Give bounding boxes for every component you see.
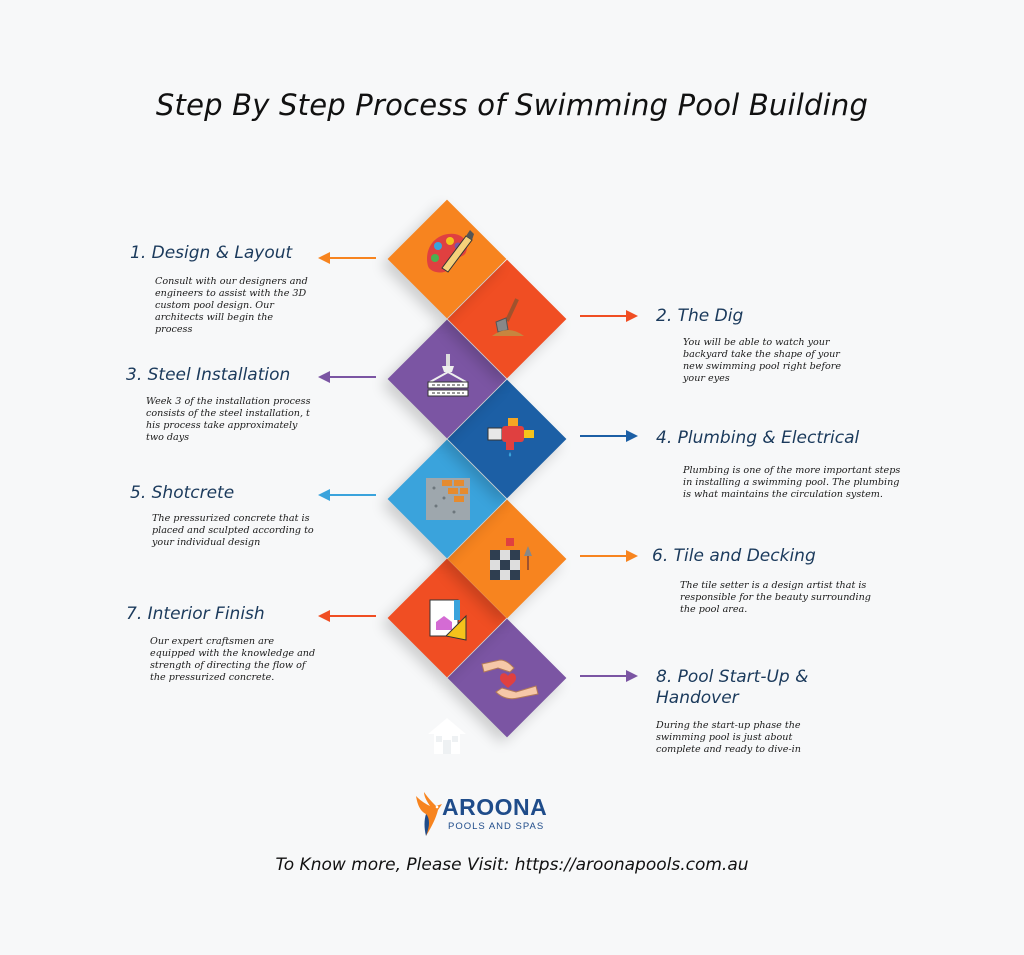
handover-hands-icon	[481, 659, 539, 700]
kingfisher-logo-icon	[416, 792, 442, 836]
step-6-title: 6. Tile and Decking	[652, 546, 816, 566]
logo-subtitle: POOLS AND SPAS	[448, 821, 545, 832]
step-8-arrow	[580, 670, 638, 682]
step-8-desc: During the start-up phase the swimming p…	[656, 720, 801, 755]
step-6-desc: The tile setter is a design artist that …	[680, 580, 871, 615]
step-2-arrow	[580, 310, 638, 322]
design-palette-icon	[426, 230, 474, 273]
step-7-desc: Our expert craftsmen are equipped with t…	[150, 636, 316, 683]
house-icon	[428, 718, 466, 754]
logo-name: AROONA	[442, 794, 548, 820]
page-title: Step By Step Process of Swimming Pool Bu…	[155, 88, 869, 122]
step-7-arrow	[318, 610, 376, 622]
footer-link-text[interactable]: To Know more, Please Visit: https://aroo…	[275, 855, 749, 875]
tiles-icon	[490, 538, 532, 580]
step-4-arrow	[580, 430, 638, 442]
step-3-arrow	[318, 371, 376, 383]
concrete-wall-icon	[426, 478, 470, 520]
step-3-desc: Week 3 of the installation process consi…	[146, 396, 311, 443]
step-3-title: 3. Steel Installation	[126, 365, 291, 385]
crane-steel-icon	[427, 354, 469, 397]
step-1-desc: Consult with our designers and engineers…	[155, 276, 308, 335]
shovel-icon	[492, 298, 524, 336]
step-5-arrow	[318, 489, 376, 501]
step-5-title: 5. Shotcrete	[130, 483, 235, 503]
step-5-desc: The pressurized concrete that is placed …	[152, 513, 314, 548]
aroona-logo: AROONA POOLS AND SPAS	[412, 792, 562, 840]
step-4-title: 4. Plumbing & Electrical	[656, 428, 860, 448]
step-2-desc: You will be able to watch your backyard …	[683, 337, 842, 384]
step-8-title: 8. Pool Start-Up & Handover	[656, 667, 809, 708]
step-7-title: 7. Interior Finish	[126, 604, 265, 624]
step-1-title: 1. Design & Layout	[130, 243, 293, 263]
step-1-arrow	[318, 252, 376, 264]
step-6-arrow	[580, 550, 638, 562]
step-4-desc: Plumbing is one of the more important st…	[683, 465, 901, 500]
step-2-title: 2. The Dig	[656, 306, 744, 326]
faucet-icon	[487, 418, 534, 457]
blueprint-icon	[429, 599, 467, 641]
